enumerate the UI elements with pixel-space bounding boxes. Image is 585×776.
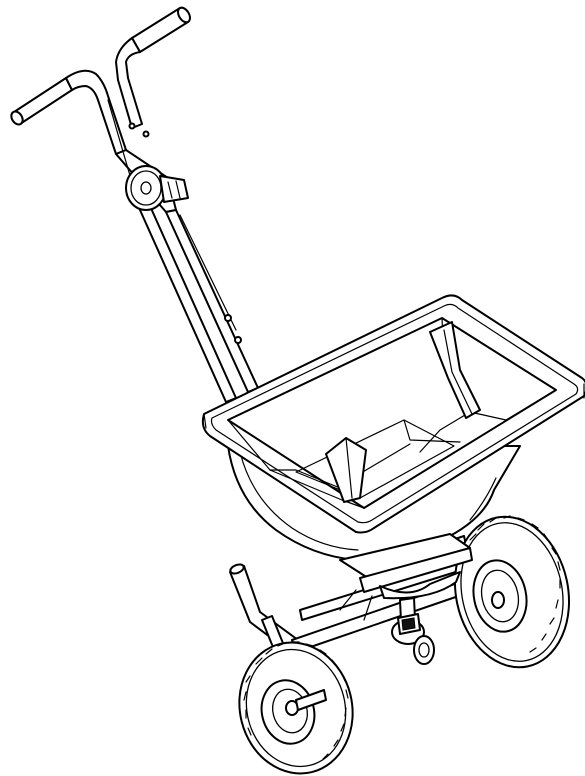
hopper-agitator	[325, 437, 367, 503]
handle-bolt	[224, 314, 232, 322]
handle-right-bar	[115, 37, 143, 129]
leg-tube-end	[229, 563, 245, 575]
hopper-top	[201, 294, 585, 534]
cable-guide	[179, 214, 237, 331]
right-wheel	[453, 515, 571, 669]
handle-left-bar	[65, 69, 127, 155]
dial-lever	[159, 175, 189, 203]
hopper-back-column	[429, 321, 481, 419]
handle-bolt	[142, 130, 150, 138]
drive-gear-assembly	[391, 597, 435, 665]
frame-left-leg	[229, 565, 299, 653]
right-wheel-hub	[491, 591, 505, 609]
impeller-guard	[379, 571, 461, 600]
handle-bolt	[234, 336, 242, 344]
left-axle-end	[295, 689, 327, 711]
rate-control-dial	[125, 165, 189, 211]
handle-bolt	[128, 122, 136, 130]
left-wheel	[238, 641, 354, 775]
left-grip	[10, 77, 73, 126]
right-grip	[131, 6, 191, 53]
